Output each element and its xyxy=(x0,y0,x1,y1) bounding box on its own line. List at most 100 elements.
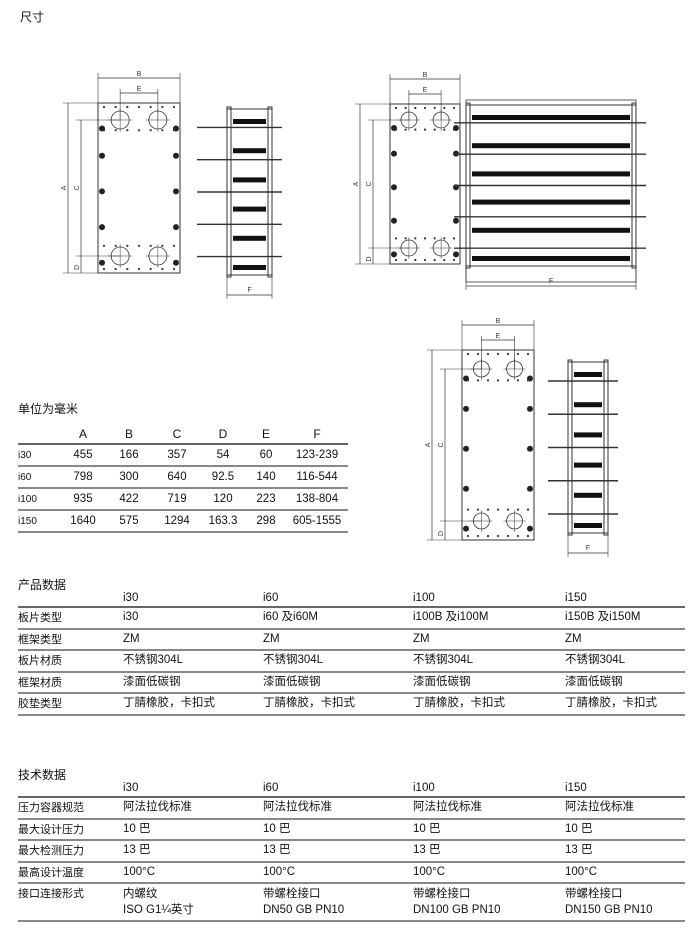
bolt-hole xyxy=(452,128,456,131)
bolt-hole xyxy=(452,258,456,262)
bolt-hole xyxy=(452,237,456,240)
value-line-2: DN150 GB PN10 xyxy=(565,904,653,916)
plate-pack xyxy=(574,432,602,438)
value-cell: 798 xyxy=(62,466,104,489)
value-cell: 455 xyxy=(62,444,104,467)
bolt-hole xyxy=(496,379,500,382)
tightening-bolt xyxy=(173,224,179,231)
value-cell: 123-239 xyxy=(286,444,348,467)
bolt-hole xyxy=(172,129,176,132)
row-label: 最大检测压力 xyxy=(18,840,123,863)
value-cell: 100°C xyxy=(263,861,413,884)
bolt-hole xyxy=(466,352,470,356)
frame-plate xyxy=(97,102,181,274)
bolt-hole xyxy=(506,352,510,356)
bolt-hole xyxy=(433,258,436,262)
bolt-hole xyxy=(423,237,427,240)
tightening-bolt xyxy=(391,150,397,157)
value-cell: 漆面低碳钢 xyxy=(123,671,263,694)
row-label: 压力容器规范 xyxy=(18,797,123,820)
model-cell: i30 xyxy=(18,444,62,467)
bolt-hole xyxy=(516,352,520,356)
row-label: 最大设计压力 xyxy=(18,818,123,841)
dimension-label-a: A xyxy=(353,181,360,186)
value-cell: 422 xyxy=(104,488,154,511)
bolt-hole xyxy=(149,267,152,271)
value-cell: 605-1555 xyxy=(286,510,348,533)
plate-pack xyxy=(472,227,630,233)
tightening-bolt xyxy=(463,445,469,452)
tightening-bolt xyxy=(453,217,459,224)
value-cell: 116-544 xyxy=(286,466,348,489)
tightening-bolt xyxy=(99,188,105,195)
bolt-hole xyxy=(486,534,490,538)
row-label: 框架材质 xyxy=(18,671,123,694)
plate-pack xyxy=(574,372,602,377)
column-header: i150 xyxy=(565,591,685,608)
row-label: 板片材质 xyxy=(18,650,123,673)
plate-pack xyxy=(574,462,602,468)
bolt-hole xyxy=(496,534,500,538)
value-cell: 漆面低碳钢 xyxy=(263,671,413,694)
bolt-hole xyxy=(433,128,436,131)
tightening-bolt xyxy=(463,485,469,492)
empty-header xyxy=(18,781,123,798)
dimension-label-b: B xyxy=(496,318,501,325)
value-cell: 166 xyxy=(104,444,154,467)
value-cell: 719 xyxy=(154,488,200,511)
value-cell: ZM xyxy=(413,628,565,651)
bolt-hole xyxy=(161,105,164,109)
bolt-hole xyxy=(126,129,129,132)
bolt-hole xyxy=(526,352,530,356)
value-cell: ZM xyxy=(263,628,413,651)
value-cell: 丁腈橡胶，卡扣式 xyxy=(413,693,565,716)
dimension-label-f: F xyxy=(247,287,251,294)
tightening-bolt xyxy=(391,251,397,258)
bolt-hole xyxy=(172,244,176,247)
bolt-hole xyxy=(526,508,530,511)
bolt-hole xyxy=(516,508,520,511)
value-cell: 10 巴 xyxy=(123,818,263,841)
column-header: i60 xyxy=(263,781,413,798)
column-header xyxy=(18,425,62,445)
value-cell: 138-804 xyxy=(286,488,348,511)
plate-pack xyxy=(472,199,630,205)
value-cell: 120 xyxy=(200,488,246,511)
value-line-1: 内螺纹 xyxy=(123,888,158,900)
value-cell: 13 巴 xyxy=(413,840,565,863)
value-cell: 140 xyxy=(246,466,286,489)
bolt-hole xyxy=(466,534,470,538)
dimension-label-c: C xyxy=(74,185,81,190)
value-cell: 阿法拉伐标准 xyxy=(123,797,263,820)
bolt-hole xyxy=(126,105,129,109)
tightening-bolt xyxy=(173,259,179,266)
bolt-hole xyxy=(114,105,117,109)
technical-data-title: 技术数据 xyxy=(18,768,67,782)
tightening-bolt xyxy=(391,184,397,191)
bolt-hole xyxy=(423,258,427,262)
dimension-label-f: F xyxy=(586,545,590,552)
plate-pack xyxy=(233,119,266,124)
tightening-bolt xyxy=(99,259,105,266)
bolt-hole xyxy=(161,267,164,271)
value-cell: i60 及i60M xyxy=(263,607,413,630)
row-label: 板片类型 xyxy=(18,607,123,630)
value-cell: 10 巴 xyxy=(565,818,685,841)
row-label: 框架类型 xyxy=(18,628,123,651)
bolt-hole xyxy=(443,258,446,262)
dimension-label-a: A xyxy=(61,185,68,190)
column-header: C xyxy=(154,425,200,445)
value-line-2: DN100 GB PN10 xyxy=(413,904,501,916)
plate-pack xyxy=(233,265,266,270)
